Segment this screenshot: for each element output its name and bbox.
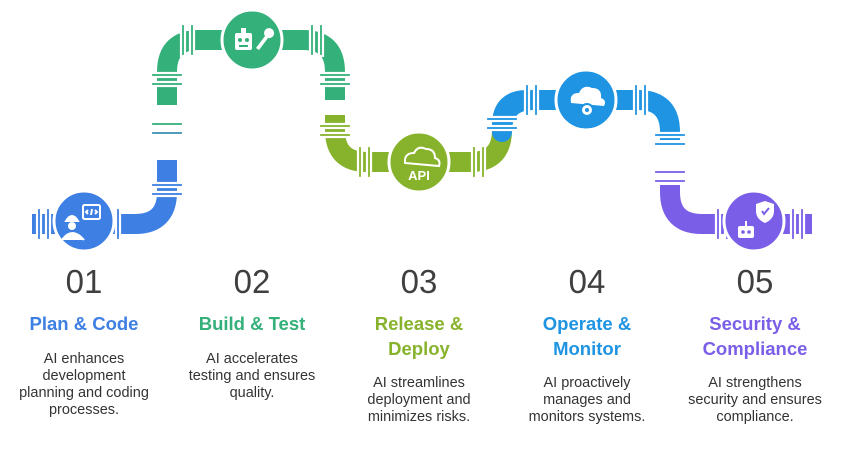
step-number: 01	[65, 263, 103, 300]
step-description-line: AI enhances	[43, 350, 125, 367]
step-description: AI enhances development planning and cod…	[0, 351, 168, 420]
step-title-line: Plan & Code	[29, 313, 139, 334]
step-icon-2	[220, 8, 284, 72]
step-number: 03	[400, 263, 438, 300]
step-description-line: processes.	[48, 402, 120, 419]
step-description: AI streamlines deployment and minimizes …	[335, 375, 503, 427]
step-description-line: AI proactively	[543, 375, 631, 391]
step-description-line: planning and coding	[19, 384, 149, 401]
step-title-line: Security &	[709, 313, 801, 334]
step-description-line: monitors systems.	[528, 409, 646, 426]
step-icon-3: API	[387, 130, 451, 194]
step-3: 03 Release & Deploy AI streamlines deplo…	[335, 262, 503, 427]
step-description-line: compliance.	[716, 409, 794, 426]
step-number: 05	[736, 263, 774, 300]
step-description-line: AI strengthens	[708, 375, 802, 391]
cloud-api-icon: API	[403, 146, 441, 183]
step-number: 04	[568, 263, 606, 300]
robot-wrench-icon	[235, 28, 275, 50]
robot-shield-icon	[738, 201, 774, 238]
step-title: Security & Compliance	[671, 312, 839, 361]
step-description-line: quality.	[229, 384, 275, 401]
step-title-line: Release &	[374, 313, 464, 334]
step-title-line: Monitor	[553, 337, 621, 359]
step-2: 02 Build & Test AI accelerates testing a…	[168, 262, 336, 402]
step-title: Build & Test	[168, 312, 336, 337]
step-description-line: security and ensures	[688, 392, 822, 409]
step-description-line: deployment and	[367, 392, 471, 409]
cloud-gear-icon	[570, 86, 605, 117]
developer-code-icon	[61, 204, 101, 241]
step-description-line: AI streamlines	[373, 375, 465, 391]
step-icon-5	[722, 189, 786, 253]
step-description: AI proactively manages and monitors syst…	[503, 375, 671, 427]
step-title: Operate & Monitor	[503, 312, 671, 361]
step-5: 05 Security & Compliance AI strengthens …	[671, 262, 839, 427]
api-label: API	[408, 168, 430, 183]
step-description: AI accelerates testing and ensures quali…	[168, 351, 336, 403]
step-title: Release & Deploy	[335, 312, 503, 361]
step-icon-4	[554, 68, 618, 132]
step-description-line: minimizes risks.	[367, 409, 471, 426]
step-icon-1	[52, 189, 116, 253]
step-description-line: AI accelerates	[206, 350, 298, 367]
pipe-joints	[35, 22, 806, 242]
step-title-line: Build & Test	[198, 313, 306, 334]
step-title-line: Compliance	[702, 337, 808, 359]
step-description-line: development	[42, 367, 126, 384]
step-description-line: manages and	[543, 392, 631, 409]
step-1: 01 Plan & Code AI enhances development p…	[0, 262, 168, 419]
step-title: Plan & Code	[0, 312, 168, 337]
step-number: 02	[233, 263, 271, 300]
step-title-line: Operate &	[542, 313, 632, 334]
step-4: 04 Operate & Monitor AI proactively mana…	[503, 262, 671, 427]
step-title-line: Deploy	[388, 337, 450, 359]
step-description-line: testing and ensures	[188, 367, 316, 384]
step-description: AI strengthens security and ensures comp…	[671, 375, 839, 427]
